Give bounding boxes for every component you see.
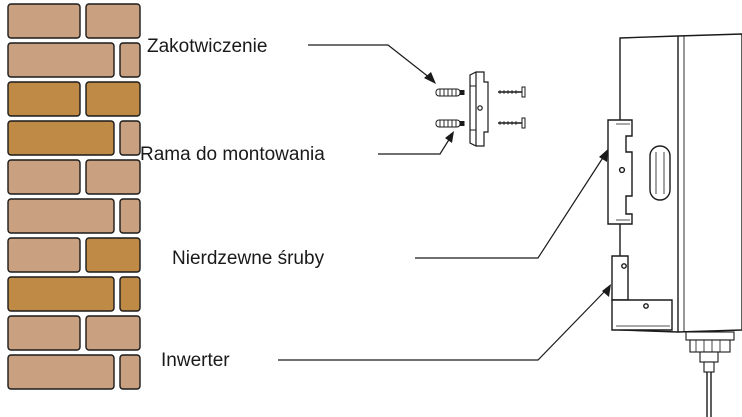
brick [7, 159, 81, 195]
screws-pair [498, 86, 526, 129]
inverter-connectors [685, 331, 735, 417]
brick [7, 276, 115, 312]
inverter [607, 33, 742, 417]
anchor-leader-line [308, 44, 431, 79]
brick [119, 354, 141, 390]
anchor-arrowhead [424, 72, 436, 84]
brick [7, 3, 81, 39]
label-mounting-frame: Rama do montowania [140, 144, 325, 165]
brick [85, 81, 141, 117]
label-screws: Nierdzewne śruby [172, 248, 325, 269]
brick [7, 354, 115, 390]
brick [85, 315, 141, 351]
screws-leader-line [415, 155, 605, 259]
inverter-vent [649, 145, 671, 201]
brick [7, 42, 115, 78]
leader-lines [278, 44, 611, 361]
wall-anchor-top [435, 88, 465, 97]
brick [7, 120, 115, 156]
label-anchor: Zakotwiczenie [147, 36, 267, 57]
wall-anchor-bottom [435, 119, 465, 128]
brick [119, 42, 141, 78]
wall-anchors [435, 88, 465, 128]
screw-top [498, 86, 526, 98]
brick [119, 120, 141, 156]
mounting-frame [469, 71, 489, 147]
screw-bottom [498, 117, 526, 129]
frame-arrowhead [445, 131, 454, 143]
brick [85, 3, 141, 39]
brick [85, 159, 141, 195]
brick [7, 198, 115, 234]
brick [7, 81, 81, 117]
inverter-body [619, 33, 742, 333]
brick [7, 315, 81, 351]
inverter-cable [706, 372, 712, 417]
inverter-lower-bracket [611, 255, 629, 301]
brick [119, 198, 141, 234]
brick [7, 237, 81, 273]
screws-arrowhead [599, 149, 608, 162]
frame-leader-line [378, 137, 451, 155]
label-inverter: Inwerter [161, 350, 230, 371]
brick [85, 237, 141, 273]
inverter-arrowhead [602, 284, 611, 297]
inverter-base [611, 299, 673, 331]
inverter-leader-line [278, 289, 607, 361]
brick-wall [7, 3, 141, 390]
brick [119, 276, 141, 312]
